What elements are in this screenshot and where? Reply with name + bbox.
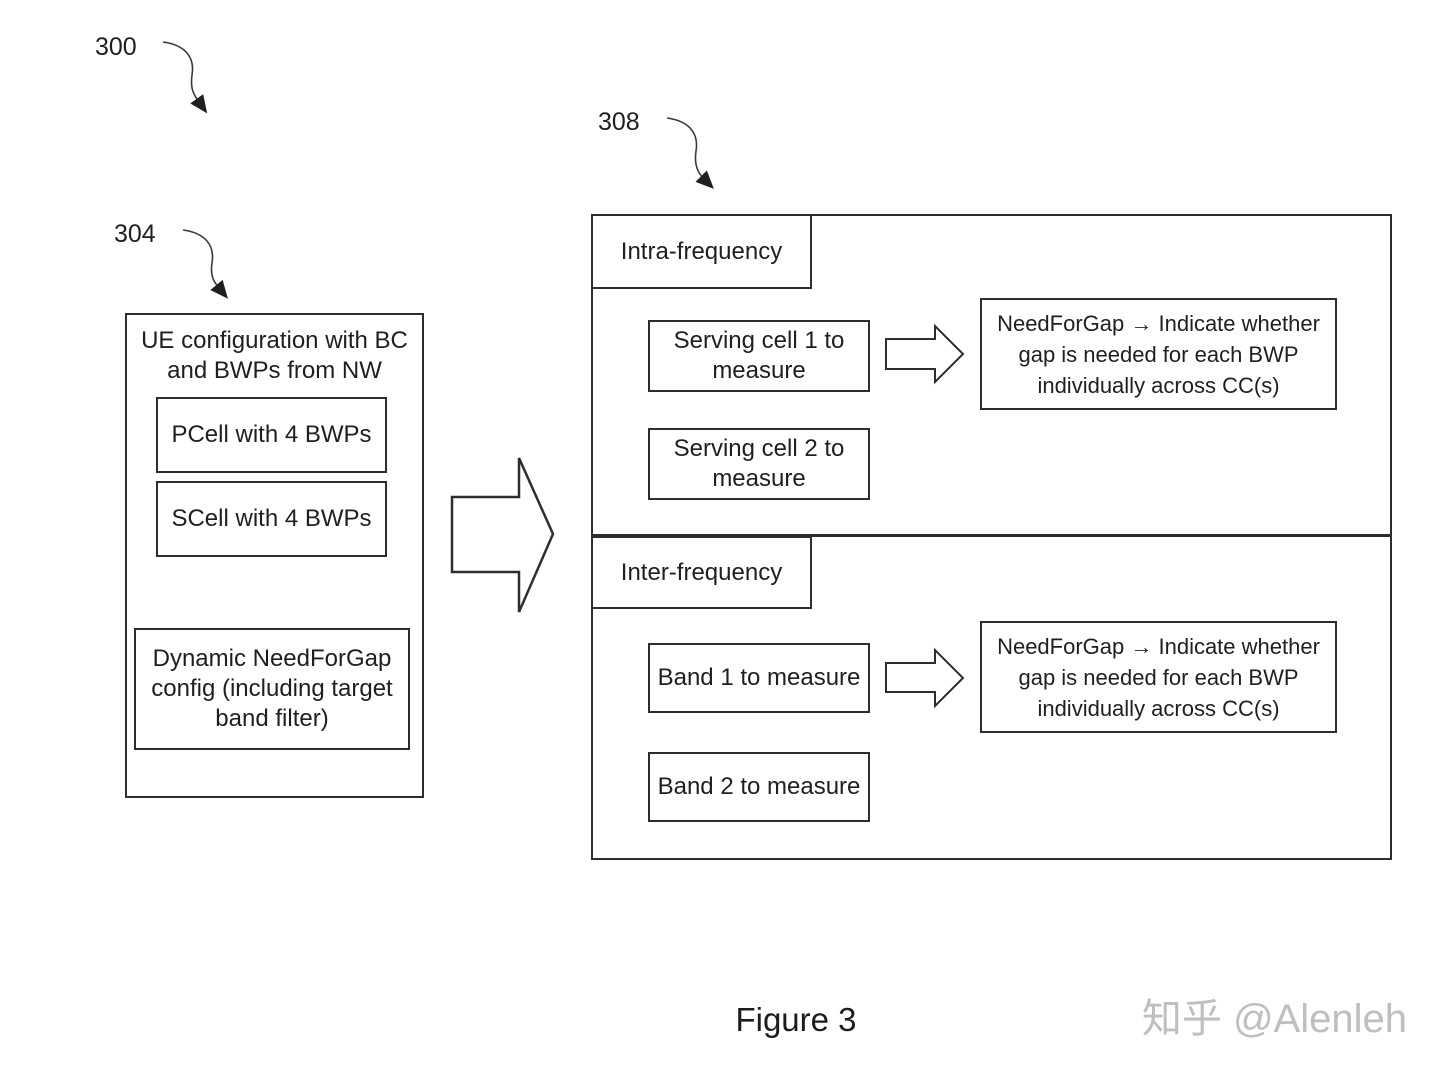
needforgap-inter-line2: gap is needed for each BWP	[1018, 664, 1299, 690]
serving-cell-2-line2: measure	[712, 465, 806, 492]
leader-arrow-300	[162, 41, 208, 114]
ue-config-title-line1: UE configuration with BC	[141, 327, 408, 354]
figure-caption: Figure 3	[735, 1001, 857, 1038]
big-right-arrow	[450, 457, 555, 613]
dynamic-needforgap-line2: config (including target	[151, 675, 393, 702]
needforgap-intra-box: NeedForGap → Indicate whether gap is nee…	[980, 298, 1337, 410]
inter-frequency-tab-label: Inter-frequency	[620, 558, 783, 586]
serving-cell-1-box: Serving cell 1 to measure	[648, 320, 870, 392]
band-2-box: Band 2 to measure	[648, 752, 870, 822]
section-divider	[591, 534, 1392, 537]
band-1-label: Band 1 to measure	[657, 664, 861, 691]
dynamic-needforgap-line1: Dynamic NeedForGap	[152, 645, 392, 672]
watermark: 知乎 @Alenleh	[1141, 997, 1407, 1041]
dynamic-needforgap-line3: band filter)	[215, 705, 329, 732]
leader-arrow-304	[182, 229, 228, 299]
inter-frequency-tab: Inter-frequency	[591, 536, 812, 609]
pcell-box: PCell with 4 BWPs	[156, 397, 387, 473]
needforgap-inter-box: NeedForGap → Indicate whether gap is nee…	[980, 621, 1337, 733]
dynamic-needforgap-box: Dynamic NeedForGap config (including tar…	[134, 628, 410, 750]
needforgap-inter-line3: individually across CC(s)	[1037, 695, 1280, 721]
serving-cell-2-line1: Serving cell 2 to	[673, 435, 845, 462]
intra-frequency-tab: Intra-frequency	[591, 214, 812, 289]
ref-label-304: 304	[114, 220, 156, 248]
serving-cell-1-line2: measure	[712, 357, 806, 384]
band-2-label: Band 2 to measure	[657, 773, 861, 800]
needforgap-inter-line1: NeedForGap → Indicate whether	[997, 633, 1320, 659]
needforgap-intra-line2: gap is needed for each BWP	[1018, 341, 1299, 367]
ref-label-300: 300	[95, 33, 137, 61]
ref-label-308: 308	[598, 108, 640, 136]
needforgap-intra-line1: NeedForGap → Indicate whether	[997, 310, 1320, 336]
serving-cell-1-line1: Serving cell 1 to	[673, 327, 845, 354]
intra-frequency-tab-label: Intra-frequency	[620, 237, 783, 265]
scell-label: SCell with 4 BWPs	[171, 505, 372, 532]
ue-config-title: UE configuration with BC and BWPs from N…	[125, 326, 424, 386]
scell-box: SCell with 4 BWPs	[156, 481, 387, 557]
needforgap-intra-line3: individually across CC(s)	[1037, 372, 1280, 398]
leader-arrow-308	[666, 117, 714, 189]
band-1-box: Band 1 to measure	[648, 643, 870, 713]
ue-config-title-line2: and BWPs from NW	[167, 357, 382, 384]
pcell-label: PCell with 4 BWPs	[171, 421, 372, 448]
serving-cell-2-box: Serving cell 2 to measure	[648, 428, 870, 500]
